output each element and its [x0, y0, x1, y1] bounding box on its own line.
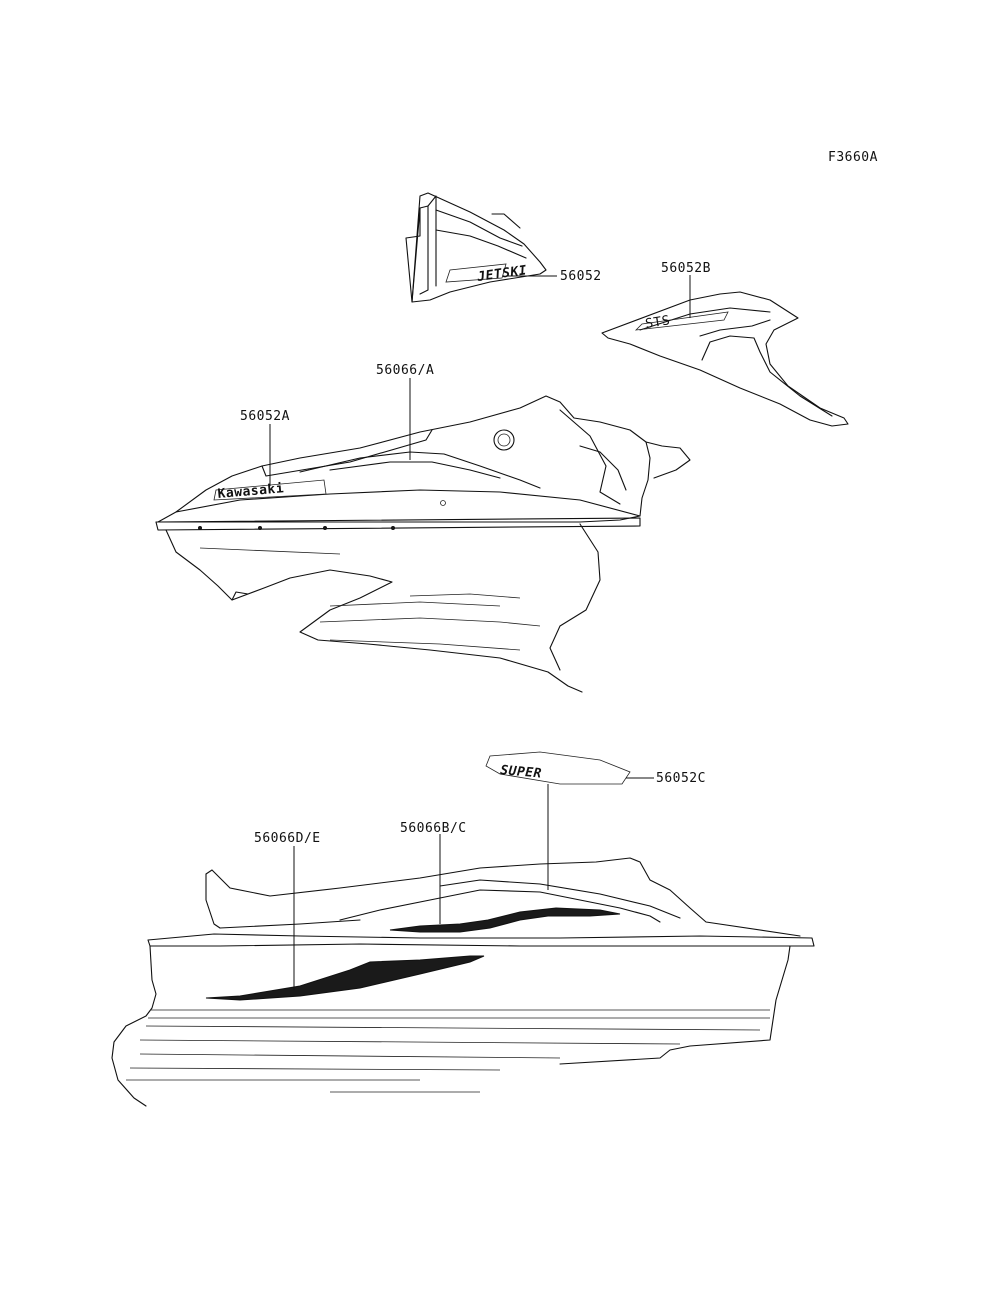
callout-56066DE-label: 56066D/E: [254, 831, 321, 846]
jetski-decal: JETSKI: [475, 263, 528, 285]
callout-56052B-label: 56052B: [661, 261, 711, 276]
callout-56066A: 56066/A: [376, 363, 434, 460]
callout-56052A: 56052A: [240, 409, 290, 486]
callout-56052C: 56052C: [547, 771, 706, 890]
lower-hull-part: [111, 857, 815, 1107]
side-panel-part: [601, 291, 849, 427]
callout-56052C-label: 56052C: [656, 771, 706, 786]
callout-56052A-label: 56052A: [240, 409, 290, 424]
callout-56066DE: 56066D/E: [254, 831, 321, 990]
rear-hull-part: [155, 395, 691, 693]
callout-56066A-label: 56066/A: [376, 363, 434, 378]
super-decal-part: [485, 751, 631, 785]
callout-56052-label: 56052: [560, 269, 602, 284]
callout-56052B: 56052B: [661, 261, 711, 318]
sts-decal: STS: [644, 313, 671, 332]
super-decal: SUPER: [500, 763, 543, 782]
kawasaki-decal: Kawasaki: [217, 481, 285, 502]
figure-code: F3660A: [828, 150, 878, 165]
tail-cowl-part: [405, 192, 547, 303]
callout-56066BC-label: 56066B/C: [400, 821, 467, 836]
callout-56052: 56052: [506, 269, 602, 284]
callout-56066BC: 56066B/C: [400, 821, 467, 924]
